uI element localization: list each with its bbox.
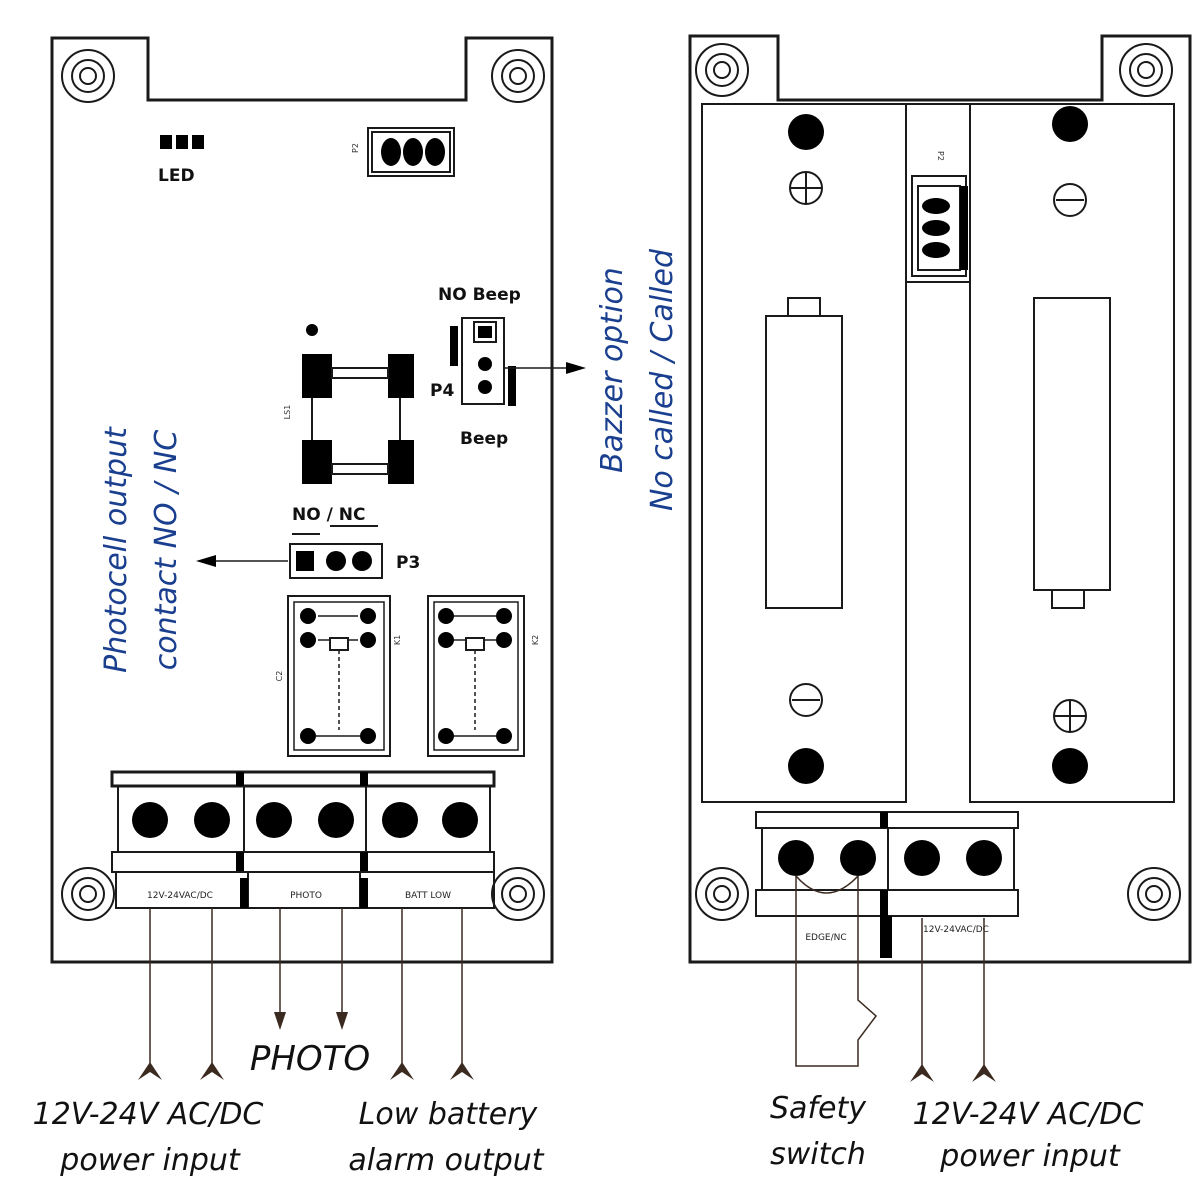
p4-jumper: NO Beep P4 Beep bbox=[430, 285, 521, 449]
p4-label: P4 bbox=[430, 381, 454, 401]
left-power-input-line2: power input bbox=[59, 1143, 241, 1178]
safety-switch-line1: Safety bbox=[770, 1091, 867, 1126]
ls1-buzzer: LS1 bbox=[283, 324, 414, 484]
left-board-outline bbox=[50, 36, 554, 964]
buzzer-option-arrow bbox=[504, 362, 586, 374]
left-terminal-photo-label: PHOTO bbox=[290, 891, 322, 901]
beep-label: Beep bbox=[460, 429, 508, 449]
safety-switch-loop bbox=[795, 875, 878, 1067]
k1-label: K1 bbox=[393, 635, 402, 645]
left-terminal-power-label: 12V-24VAC/DC bbox=[147, 891, 213, 901]
left-mount-hole-tl bbox=[61, 49, 115, 103]
relay-k1: K1 C2 bbox=[275, 595, 402, 757]
left-terminal-batt-label: BATT LOW bbox=[405, 891, 451, 901]
right-power-input-line2: power input bbox=[939, 1139, 1121, 1174]
p3-label: P3 bbox=[396, 553, 420, 573]
no-nc-label: NO / NC bbox=[292, 505, 365, 525]
buzzer-option-annotation: Bazzer option No called / Called bbox=[595, 248, 680, 511]
right-power-input-caption: 12V-24V AC/DC power input bbox=[913, 1097, 1144, 1174]
low-battery-line2: alarm output bbox=[348, 1143, 544, 1178]
p2-label-left: P2 bbox=[351, 143, 360, 153]
buzzer-option-line1: Bazzer option bbox=[595, 267, 630, 473]
photocell-output-line1: Photocell output bbox=[99, 426, 134, 673]
no-beep-label: NO Beep bbox=[438, 285, 521, 305]
led-component: LED bbox=[158, 135, 204, 186]
photocell-output-line2: contact NO / NC bbox=[149, 430, 184, 670]
right-mount-hole-bl bbox=[695, 867, 749, 921]
safety-switch-caption: Safety switch bbox=[770, 1091, 867, 1172]
left-power-input-line1: 12V-24V AC/DC bbox=[33, 1097, 264, 1132]
led-label: LED bbox=[158, 166, 195, 186]
battery-holder-1 bbox=[701, 103, 907, 803]
photocell-output-annotation: Photocell output contact NO / NC bbox=[99, 426, 184, 673]
buzzer-option-line2: No called / Called bbox=[645, 248, 680, 511]
p2-connector-right: P2 bbox=[905, 103, 971, 283]
right-board-outline bbox=[688, 34, 1192, 964]
left-mount-hole-br bbox=[491, 867, 545, 921]
relay-k2: K2 bbox=[427, 595, 540, 757]
c2-label: C2 bbox=[275, 671, 284, 682]
right-terminal-edge-label: EDGE/NC bbox=[805, 933, 846, 943]
safety-switch-line2: switch bbox=[770, 1137, 866, 1172]
photocell-output-arrow bbox=[196, 555, 288, 567]
k2-label: K2 bbox=[531, 635, 540, 645]
left-terminal-block: 12V-24VAC/DC PHOTO BATT LOW bbox=[110, 770, 496, 909]
right-terminal-power-label: 12V-24VAC/DC bbox=[923, 925, 989, 935]
left-power-input-caption: 12V-24V AC/DC power input bbox=[33, 1097, 264, 1178]
left-wire-arrowheads bbox=[138, 1012, 474, 1080]
p3-jumper: NO / NC P3 bbox=[289, 505, 420, 579]
photo-caption: PHOTO bbox=[250, 1039, 370, 1079]
right-wire-arrowheads bbox=[910, 1064, 996, 1082]
left-board: LED P2 LS1 NO Beep bbox=[50, 36, 586, 1080]
right-mount-hole-tr bbox=[1119, 43, 1173, 97]
left-mount-hole-tr bbox=[491, 49, 545, 103]
right-mount-hole-tl bbox=[695, 43, 749, 97]
left-wires bbox=[149, 908, 463, 1064]
left-mount-hole-bl bbox=[61, 867, 115, 921]
right-power-input-line1: 12V-24V AC/DC bbox=[913, 1097, 1144, 1132]
right-board: P2 EDGE/NC bbox=[688, 34, 1192, 1082]
p2-connector-left: P2 bbox=[351, 127, 455, 177]
low-battery-caption: Low battery alarm output bbox=[348, 1097, 544, 1178]
p2-label-right: P2 bbox=[936, 151, 945, 161]
battery-holder-2 bbox=[969, 103, 1175, 803]
right-wires bbox=[921, 918, 985, 1066]
low-battery-line1: Low battery bbox=[359, 1097, 539, 1132]
ls1-label: LS1 bbox=[283, 405, 292, 420]
right-terminal-block: EDGE/NC 12V-24VAC/DC bbox=[755, 811, 1019, 958]
right-mount-hole-br bbox=[1127, 867, 1181, 921]
